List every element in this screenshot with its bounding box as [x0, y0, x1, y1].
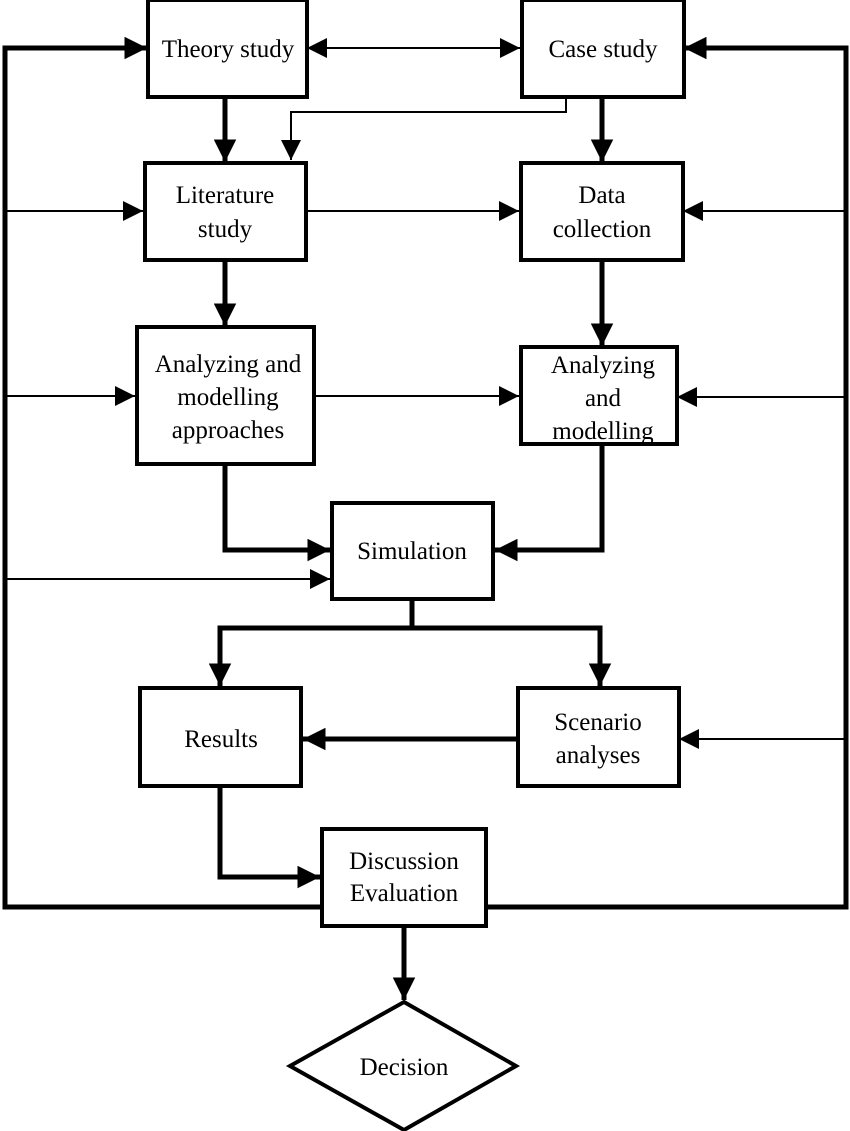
arrow-approaches-to-simulation [222, 464, 330, 562]
svg-text:Literature: Literature [176, 182, 275, 209]
node-theory-study: Theory study [146, 0, 309, 99]
arrow-results-to-discussion [217, 788, 320, 889]
svg-text:Analyzing: Analyzing [551, 352, 656, 379]
node-simulation: Simulation [330, 501, 495, 601]
arrow-case-to-literature [281, 97, 567, 160]
svg-text:Decision: Decision [360, 1054, 449, 1081]
svg-text:collection: collection [553, 216, 652, 243]
node-label: Decision [360, 1054, 449, 1081]
node-label: Scenario [554, 709, 641, 736]
node-label: Results [184, 726, 258, 753]
svg-text:Results: Results [184, 726, 258, 753]
node-label: Case study [548, 36, 658, 63]
node-discussion-evaluation: Discussion Evaluation [320, 827, 488, 928]
node-scenario-analyses: Scenario analyses [516, 686, 681, 788]
svg-text:Analyzing and: Analyzing and [155, 351, 302, 378]
node-label: Analyzing and [155, 351, 302, 378]
node-label: collection [553, 216, 652, 243]
arrow-analyzing-to-simulation [495, 444, 605, 562]
svg-text:study: study [198, 216, 253, 243]
node-analyzing-modelling-approaches: Analyzing and modelling approaches [135, 325, 316, 466]
node-label: modelling [177, 384, 279, 411]
left-feedback-loop [2, 36, 322, 910]
node-label: Data [578, 182, 625, 209]
svg-text:Data: Data [578, 182, 625, 209]
node-label: Simulation [357, 538, 467, 565]
svg-text:Simulation: Simulation [357, 538, 467, 565]
node-label: Literature [176, 182, 275, 209]
node-label: approaches [172, 417, 284, 444]
svg-text:Theory study: Theory study [162, 36, 295, 63]
arrow-simulation-to-results [208, 599, 415, 686]
node-label: study [198, 216, 253, 243]
svg-text:Discussion: Discussion [349, 848, 459, 875]
svg-text:modelling: modelling [177, 384, 279, 411]
svg-text:modelling: modelling [552, 418, 654, 445]
node-decision: Decision [285, 999, 521, 1131]
svg-text:Evaluation: Evaluation [350, 880, 459, 907]
svg-text:and: and [585, 385, 622, 412]
node-label: and [585, 385, 622, 412]
node-label: modelling [552, 418, 654, 445]
node-label: Evaluation [350, 880, 459, 907]
svg-text:Scenario: Scenario [554, 709, 641, 736]
node-case-study: Case study [520, 0, 686, 99]
svg-text:Case study: Case study [548, 36, 658, 63]
node-label: Theory study [162, 36, 295, 63]
node-label: Discussion [349, 848, 459, 875]
node-literature-study: Literature study [143, 161, 308, 262]
node-label: Analyzing [551, 352, 656, 379]
arrow-simulation-to-scenario [412, 625, 612, 686]
svg-text:approaches: approaches [172, 417, 284, 444]
node-results: Results [138, 686, 303, 788]
node-label: analyses [556, 742, 641, 769]
node-analyzing-modelling: Analyzing and modelling [519, 345, 679, 446]
right-feedback-loop [486, 36, 849, 910]
svg-text:analyses: analyses [556, 742, 641, 769]
node-data-collection: Data collection [519, 161, 685, 262]
